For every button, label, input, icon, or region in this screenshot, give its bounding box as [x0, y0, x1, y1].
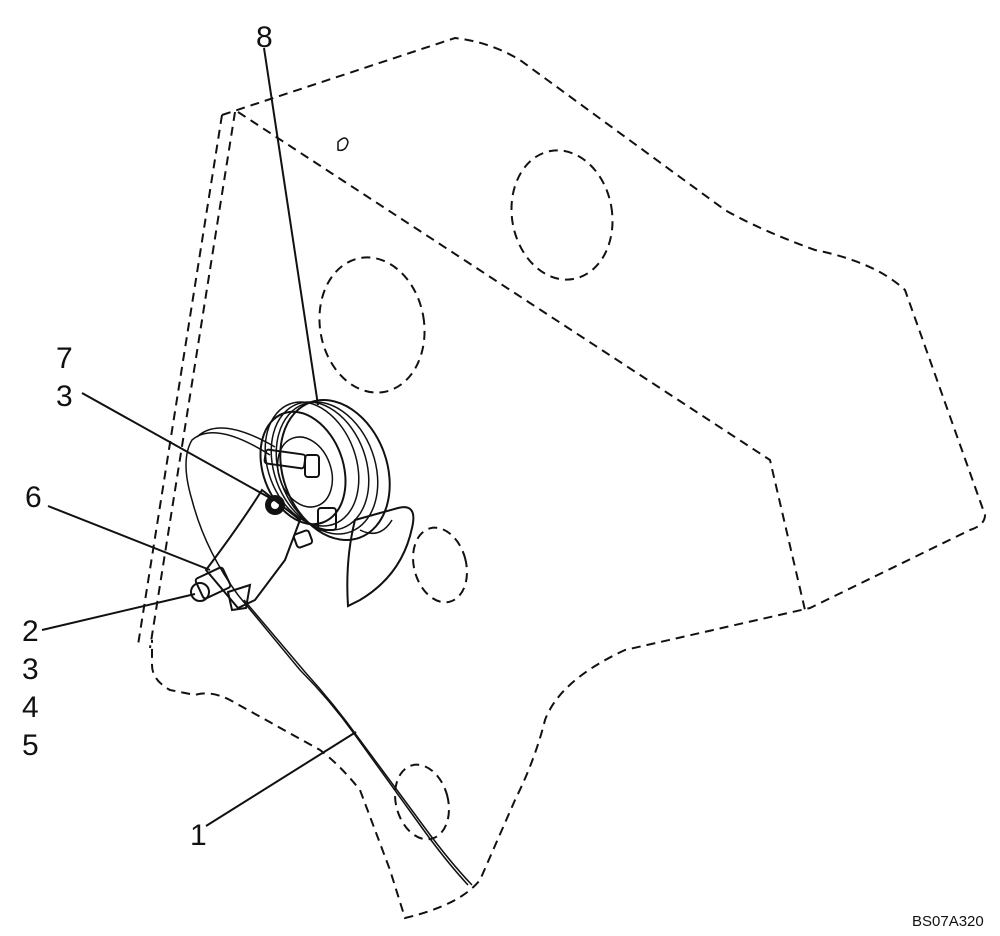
callout-4: 4: [22, 691, 39, 724]
callout-5: 5: [22, 729, 39, 762]
callout-6: 6: [25, 481, 42, 514]
callout-3-upper: 3: [56, 380, 73, 413]
callout-8: 8: [256, 21, 273, 54]
callout-3-lower: 3: [22, 653, 39, 686]
callout-2: 2: [22, 615, 39, 648]
callout-7: 7: [56, 342, 73, 375]
reference-code: BS07A320: [912, 913, 984, 930]
mounting-panel-outline: [137, 36, 987, 920]
wire-harness: [185, 427, 473, 886]
horn-assembly: [259, 399, 415, 608]
callout-1: 1: [190, 819, 207, 852]
horn-bracket: [190, 488, 302, 612]
leader-lines: [41, 47, 357, 827]
